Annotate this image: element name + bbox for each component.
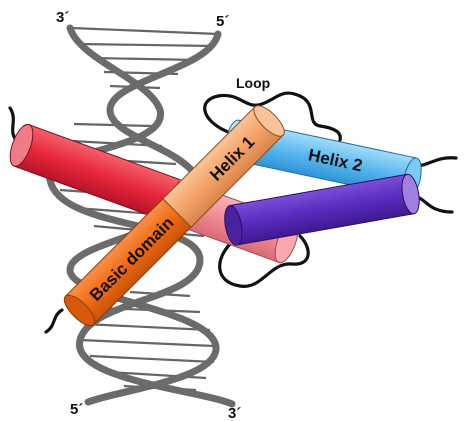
dna-end-label-top-left: 3´	[56, 9, 69, 26]
base-pair	[72, 28, 218, 34]
base-pair	[80, 340, 214, 346]
dna-end-label-bottom-left: 5´	[70, 401, 83, 418]
purple-helix-cylinder	[222, 173, 422, 246]
base-pair	[90, 356, 214, 362]
red-helix-tail	[10, 108, 16, 140]
base-pair	[80, 44, 214, 46]
basic-domain-tail	[46, 310, 62, 332]
base-pair	[92, 58, 198, 60]
dna-end-label-bottom-right: 3´	[228, 405, 241, 421]
loop-label: Loop	[236, 75, 270, 91]
red-helix-cylinder	[6, 122, 180, 221]
dna-end-label-top-right: 5´	[216, 13, 229, 30]
loop-tail-right-lower	[414, 196, 452, 212]
